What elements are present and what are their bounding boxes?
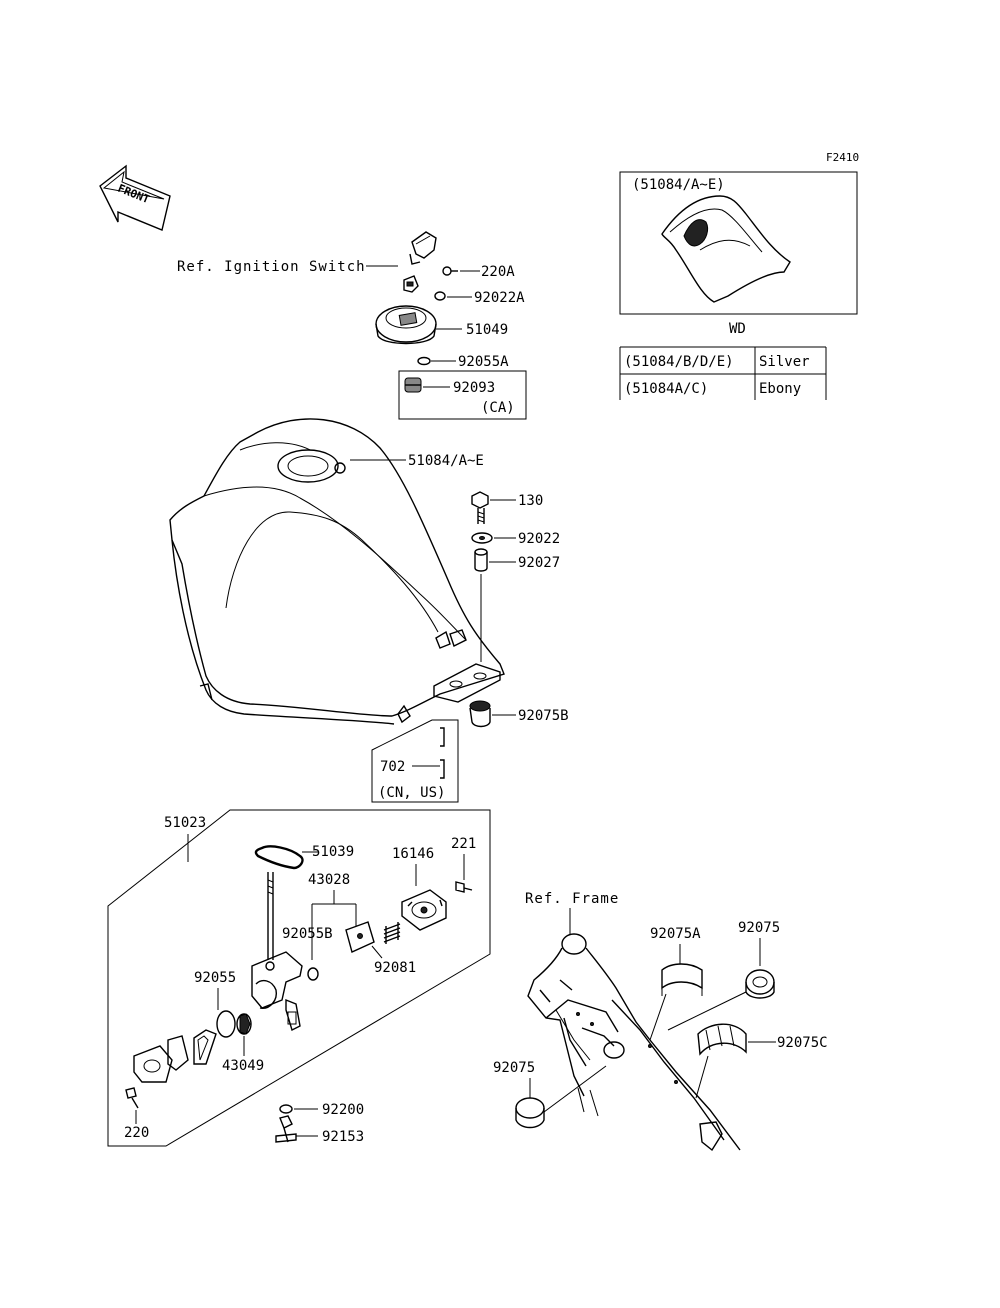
lever-16146-part [401, 889, 447, 931]
frame-part [527, 933, 741, 1152]
color-table-part-2: (51084A/C) [624, 381, 708, 397]
collar-92027-part [474, 548, 488, 572]
wd-caption: WD [729, 321, 746, 337]
label-92055B: 92055B [282, 926, 333, 942]
label-92075-left: 92075 [493, 1060, 535, 1076]
svg-text:FRONT: FRONT [116, 182, 152, 207]
color-table-color-1: Silver [759, 354, 810, 370]
washer-92022-part [471, 532, 493, 544]
color-table-part-1: (51084/B/D/E) [624, 354, 734, 370]
label-221: 221 [451, 836, 476, 852]
cap-92093-part [404, 377, 422, 393]
label-92075C: 92075C [777, 1035, 828, 1051]
label-92081: 92081 [374, 960, 416, 976]
label-92075B: 92075B [518, 708, 569, 724]
label-16146: 16146 [392, 846, 434, 862]
label-43028: 43028 [308, 872, 350, 888]
label-92093: 92093 [453, 380, 495, 396]
label-51084: 51084/A~E [408, 453, 484, 469]
label-ca: (CA) [481, 400, 515, 416]
oring-92055B-part [307, 967, 319, 981]
bolt-130-part [471, 491, 489, 524]
damper-92075B-part [469, 700, 491, 728]
damper-92075-top-part [745, 969, 775, 999]
fuel-tank-part [169, 418, 505, 725]
washer-92200-part [279, 1104, 293, 1114]
label-51039: 51039 [312, 844, 354, 860]
label-43049: 43049 [222, 1058, 264, 1074]
label-220A: 220A [481, 264, 515, 280]
petcock-group-frame [107, 809, 491, 1147]
petcock-body-part [251, 951, 303, 1031]
figure-code: F2410 [826, 151, 859, 164]
label-92027: 92027 [518, 555, 560, 571]
wd-inset-label: (51084/A~E) [632, 177, 725, 193]
cn-us-box: 702 (CN, US) [371, 719, 459, 803]
label-51049: 51049 [466, 322, 508, 338]
fuel-cap-51049-part [375, 305, 437, 345]
label-92075-top: 92075 [738, 920, 780, 936]
color-table-color-2: Ebony [759, 381, 801, 397]
label-92022: 92022 [518, 531, 560, 547]
oring-92055-part [216, 1010, 236, 1038]
label-ref-frame: Ref. Frame [525, 891, 619, 907]
label-130: 130 [518, 493, 543, 509]
bolt-92153-part [275, 1115, 297, 1143]
label-92055A: 92055A [458, 354, 509, 370]
wd-inset-box: (51084/A~E) WD [619, 171, 858, 337]
screw-220-part [125, 1087, 139, 1109]
oring-92055A-part [417, 356, 431, 366]
damper-92075A-part [661, 963, 703, 996]
diaphragm-43028-part [345, 921, 375, 953]
label-92153: 92153 [322, 1129, 364, 1145]
damper-92075-left-part [515, 1097, 545, 1129]
mounting-plate-part [133, 1045, 173, 1083]
screw-221-part [455, 881, 473, 893]
washer-92022A-part [434, 291, 446, 301]
label-220: 220 [124, 1125, 149, 1141]
lock-cylinder-part [403, 275, 419, 293]
damper-92075C-part [697, 1023, 747, 1056]
label-92055: 92055 [194, 970, 236, 986]
gasket-51039-part [254, 845, 304, 870]
label-92075A: 92075A [650, 926, 701, 942]
fuel-pipe-part [267, 872, 274, 960]
tank-cover-wd-part [661, 195, 791, 303]
label-702: 702 [380, 759, 405, 775]
filter-43049-part [236, 1013, 252, 1035]
label-cn-us: (CN, US) [378, 785, 445, 801]
label-51023: 51023 [164, 815, 206, 831]
color-table: (51084/B/D/E) Silver (51084A/C) Ebony [619, 346, 827, 400]
bolt-220A-part [442, 266, 458, 276]
label-92022A: 92022A [474, 290, 525, 306]
label-ref-ignition: Ref. Ignition Switch [177, 259, 366, 275]
seal-ring-part [193, 1029, 217, 1065]
spring-92081-part [383, 922, 401, 944]
front-arrow-icon: FRONT [99, 164, 171, 231]
ca-box: 92093 (CA) [398, 370, 527, 420]
ignition-key-part [409, 231, 437, 265]
gasket-clip-part [167, 1035, 189, 1071]
label-92200: 92200 [322, 1102, 364, 1118]
